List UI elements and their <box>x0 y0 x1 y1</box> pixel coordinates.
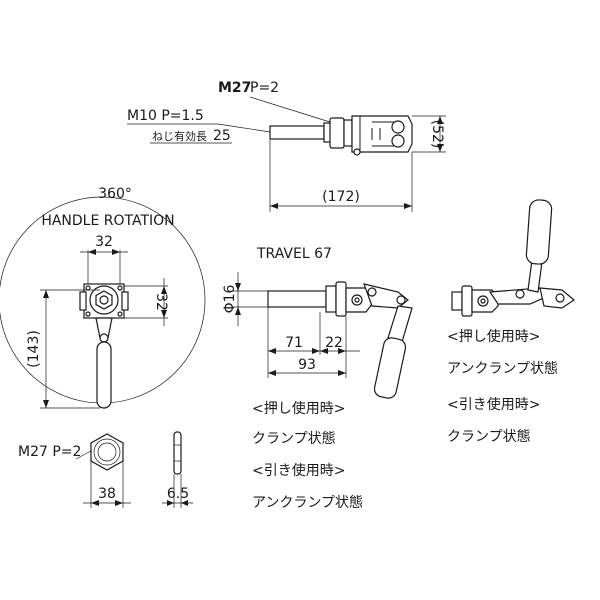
center-push-state: クランプ状態 <box>252 431 336 447</box>
usage-notes-right: <押し使用時> アンクランプ状態 <引き使用時> クランプ状態 <box>447 328 558 445</box>
nut-thread-label: M27 P=2 <box>18 444 81 460</box>
right-view <box>451 199 576 317</box>
dim-22: 22 <box>325 335 343 351</box>
usage-notes-center: <押し使用時> クランプ状態 <引き使用時> アンクランプ状態 <box>252 400 363 511</box>
rotation-label: HANDLE ROTATION <box>41 213 174 229</box>
rod-diameter: Φ16 <box>222 284 238 313</box>
length-dim-172: (172) <box>322 189 360 205</box>
thread-main-pitch-label: P=2 <box>250 80 279 96</box>
dim-71: 71 <box>285 335 303 351</box>
center-push-use: <押し使用時> <box>252 400 345 417</box>
right-pull-state: クランプ状態 <box>447 429 531 445</box>
right-push-use: <押し使用時> <box>447 328 540 345</box>
travel-label: TRAVEL 67 <box>256 246 332 262</box>
thread-length-label: ねじ有効長 <box>152 129 207 143</box>
top-view: M27 P=2 M10 P=1.5 ねじ有効長 25 (52) <box>127 80 446 212</box>
height-dim-52: (52) <box>429 120 445 149</box>
rotation-total-143: (143) <box>26 330 42 368</box>
rotation-angle: 360° <box>98 186 132 202</box>
center-pull-state: アンクランプ状態 <box>252 495 363 511</box>
right-push-state: アンクランプ状態 <box>447 361 558 377</box>
thread-rod-label: M10 P=1.5 <box>127 108 204 124</box>
rotation-width-32: 32 <box>95 234 113 250</box>
handle-rotation-view: 360° HANDLE ROTATION 32 32 <box>0 186 206 409</box>
rotation-height-32: 32 <box>153 293 169 311</box>
thread-main-label: M27 <box>218 80 251 96</box>
dim-93: 93 <box>298 357 316 373</box>
side-view: TRAVEL 67 Φ16 71 22 <box>222 246 413 399</box>
thread-length-value: 25 <box>213 128 231 144</box>
center-pull-use: <引き使用時> <box>252 462 345 479</box>
nut-thickness: 6.5 <box>167 486 189 502</box>
nut-across-flats: 38 <box>98 486 116 502</box>
nut-view: M27 P=2 38 6.5 <box>18 431 193 508</box>
right-pull-use: <引き使用時> <box>447 396 540 413</box>
